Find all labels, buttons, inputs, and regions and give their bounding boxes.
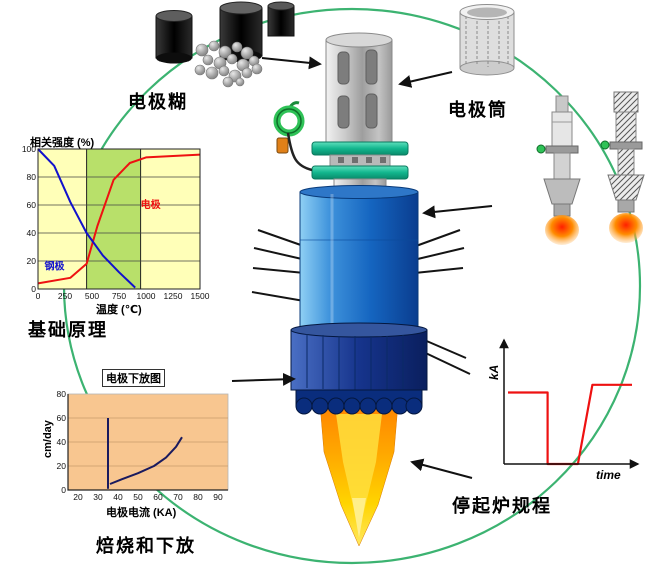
electrode-cylinder-label: 电极筒 bbox=[448, 100, 508, 120]
strength-chart-title: 相关强度 (%) bbox=[30, 137, 95, 149]
glow bbox=[545, 215, 579, 245]
valve-dot-icon bbox=[600, 140, 610, 150]
svg-text:250: 250 bbox=[58, 291, 72, 301]
annotation-arrows bbox=[231, 56, 493, 479]
svg-text:60: 60 bbox=[27, 200, 37, 210]
electrode-cylinder-image bbox=[459, 4, 515, 76]
blue-mantle bbox=[299, 185, 419, 335]
suspension-ring bbox=[273, 101, 313, 172]
top-casing bbox=[325, 32, 393, 145]
mini-electrode-stage-1 bbox=[536, 95, 581, 245]
svg-text:80: 80 bbox=[27, 172, 37, 182]
arrow-regime-to-flame bbox=[410, 458, 473, 479]
regime-chart bbox=[499, 338, 640, 469]
svg-text:60: 60 bbox=[153, 492, 163, 502]
svg-text:0: 0 bbox=[61, 485, 66, 495]
svg-text:30: 30 bbox=[93, 492, 103, 502]
arrow-paste-to-electrode bbox=[261, 56, 322, 70]
svg-text:40: 40 bbox=[27, 228, 37, 238]
svg-text:1250: 1250 bbox=[164, 291, 183, 301]
svg-text:0: 0 bbox=[36, 291, 41, 301]
svg-text:60: 60 bbox=[57, 413, 67, 423]
stop-start-label: 停起炉规程 bbox=[452, 496, 552, 516]
electrode-paste-image bbox=[155, 1, 295, 88]
svg-text:40: 40 bbox=[113, 492, 123, 502]
svg-text:80: 80 bbox=[193, 492, 203, 502]
arrow-cylinder-to-electrode bbox=[398, 71, 453, 88]
lowering-chart: 0 20 40 60 80 20 30 40 50 60 70 80 90 bbox=[57, 389, 229, 502]
strength-chart-xlabel: 温度 (℃) bbox=[96, 304, 142, 316]
lowering-chart-xlabel: 电极电流 (KA) bbox=[106, 507, 177, 519]
svg-text:40: 40 bbox=[57, 437, 67, 447]
svg-text:钢极: 钢极 bbox=[44, 259, 65, 272]
svg-text:1500: 1500 bbox=[191, 291, 210, 301]
svg-text:70: 70 bbox=[173, 492, 183, 502]
contact-clamp-ring bbox=[290, 322, 428, 391]
baking-lowering-label: 焙烧和下放 bbox=[96, 536, 196, 556]
svg-text:50: 50 bbox=[133, 492, 143, 502]
regime-chart-ylabel: kA bbox=[487, 364, 501, 380]
svg-text:1000: 1000 bbox=[137, 291, 156, 301]
svg-text:80: 80 bbox=[57, 389, 67, 399]
svg-text:500: 500 bbox=[85, 291, 99, 301]
lowering-chart-ylabel: cm/day bbox=[42, 420, 54, 458]
svg-text:750: 750 bbox=[112, 291, 126, 301]
svg-text:20: 20 bbox=[27, 256, 37, 266]
electrode-paste-label: 电极糊 bbox=[128, 92, 188, 112]
regime-chart-xlabel: time bbox=[596, 468, 621, 482]
svg-text:20: 20 bbox=[57, 461, 67, 471]
svg-text:0: 0 bbox=[31, 284, 36, 294]
mini-electrode-stage-2 bbox=[600, 91, 645, 243]
arrow-chart-to-clamp bbox=[231, 372, 296, 386]
svg-text:电极: 电极 bbox=[141, 198, 162, 211]
glow bbox=[609, 213, 643, 243]
scalloped-ring bbox=[295, 389, 423, 415]
lowering-chart-title: 电极下放图 bbox=[102, 369, 165, 387]
basic-principle-label: 基础原理 bbox=[28, 320, 108, 340]
svg-text:90: 90 bbox=[213, 492, 223, 502]
paste-granules bbox=[194, 40, 263, 88]
svg-text:20: 20 bbox=[73, 492, 83, 502]
svg-text:100: 100 bbox=[22, 144, 36, 154]
flame bbox=[319, 403, 399, 547]
flange-rings bbox=[311, 141, 409, 193]
arrow-stages-to-mantle bbox=[422, 205, 493, 219]
central-electrode-assembly bbox=[251, 32, 471, 547]
valve-dot-icon bbox=[536, 144, 546, 154]
